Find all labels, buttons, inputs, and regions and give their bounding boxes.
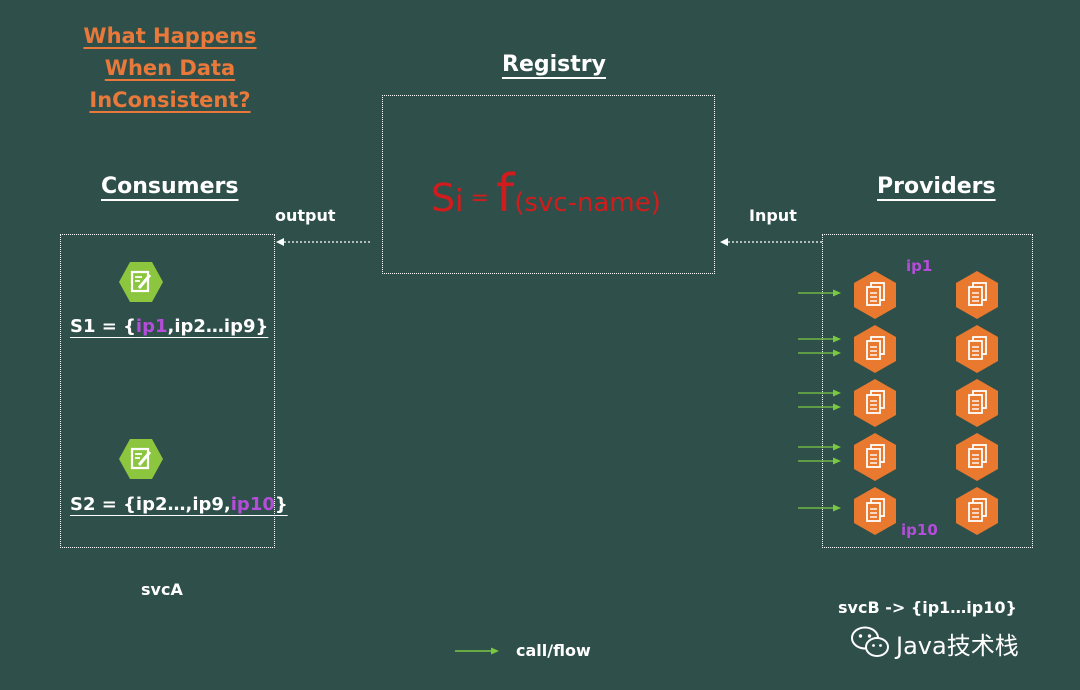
consumer-app-icon <box>119 262 163 302</box>
formula-subscript: i <box>455 184 464 219</box>
formula-equals: = <box>463 186 496 211</box>
provider-instance-icon <box>854 487 896 535</box>
provider-instance-icon <box>956 379 998 427</box>
s2-prefix: S2 = {ip2…,ip9, <box>70 494 231 515</box>
provider-service-mapping: svcB -> {ip1…ip10} <box>838 598 1017 617</box>
consumers-box <box>60 234 275 548</box>
consumer-set-s1: S1 = {ip1,ip2…ip9} <box>70 316 268 337</box>
diagram-title-line2: When Data InConsistent? <box>89 56 251 112</box>
s1-prefix: S1 = { <box>70 316 136 337</box>
call-arrow-head <box>833 457 841 465</box>
call-arrow-head <box>833 403 841 411</box>
formula-argument: (svc-name) <box>514 188 661 218</box>
call-arrow-head <box>833 289 841 297</box>
provider-ip-last-label: ip10 <box>901 521 938 539</box>
s1-highlight-ip: ip1 <box>135 316 168 337</box>
incoming-call-arrows <box>798 289 841 512</box>
call-arrow-head <box>833 349 841 357</box>
call-arrow-head <box>833 335 841 343</box>
legend-call-flow-label: call/flow <box>516 641 591 660</box>
registry-formula: Si = f(svc-name) <box>431 164 661 224</box>
provider-instance-icon <box>956 325 998 373</box>
provider-instance-icon <box>854 271 896 319</box>
call-arrow-head <box>833 443 841 451</box>
formula-s: S <box>431 176 456 220</box>
provider-instance-icon <box>854 433 896 481</box>
consumer-set-s2: S2 = {ip2…,ip9,ip10} <box>70 494 288 515</box>
call-arrow-head <box>833 504 841 512</box>
provider-instance-icon <box>956 433 998 481</box>
providers-title: Providers <box>877 174 996 199</box>
consumer-service-name: svcA <box>141 580 183 599</box>
provider-ip-first-label: ip1 <box>906 257 933 275</box>
diagram-title-line1: What Happens <box>83 24 257 48</box>
provider-instance-icon <box>956 271 998 319</box>
wechat-icon <box>851 626 889 657</box>
consumer-app-icon <box>119 439 163 479</box>
output-label: output <box>275 206 336 225</box>
input-label: Input <box>749 206 797 225</box>
provider-instance-icon <box>854 325 896 373</box>
formula-f: f <box>495 164 515 224</box>
diagram-title: What Happens When Data InConsistent? <box>30 20 310 116</box>
registry-box: Si = f(svc-name) <box>382 95 715 274</box>
legend-call-flow-arrow <box>455 647 499 655</box>
providers-box <box>822 234 1033 548</box>
provider-instance-icon <box>854 379 896 427</box>
input-arrow <box>720 238 822 246</box>
watermark-text: Java技术栈 <box>896 632 1019 660</box>
provider-instance-icon <box>956 487 998 535</box>
call-arrow-head <box>833 389 841 397</box>
registry-title: Registry <box>502 52 606 77</box>
s1-suffix: ,ip2…ip9} <box>167 316 269 337</box>
output-arrow <box>276 238 370 246</box>
consumers-title: Consumers <box>101 174 239 199</box>
s2-suffix: } <box>274 494 288 515</box>
s2-highlight-ip: ip10 <box>230 494 275 515</box>
